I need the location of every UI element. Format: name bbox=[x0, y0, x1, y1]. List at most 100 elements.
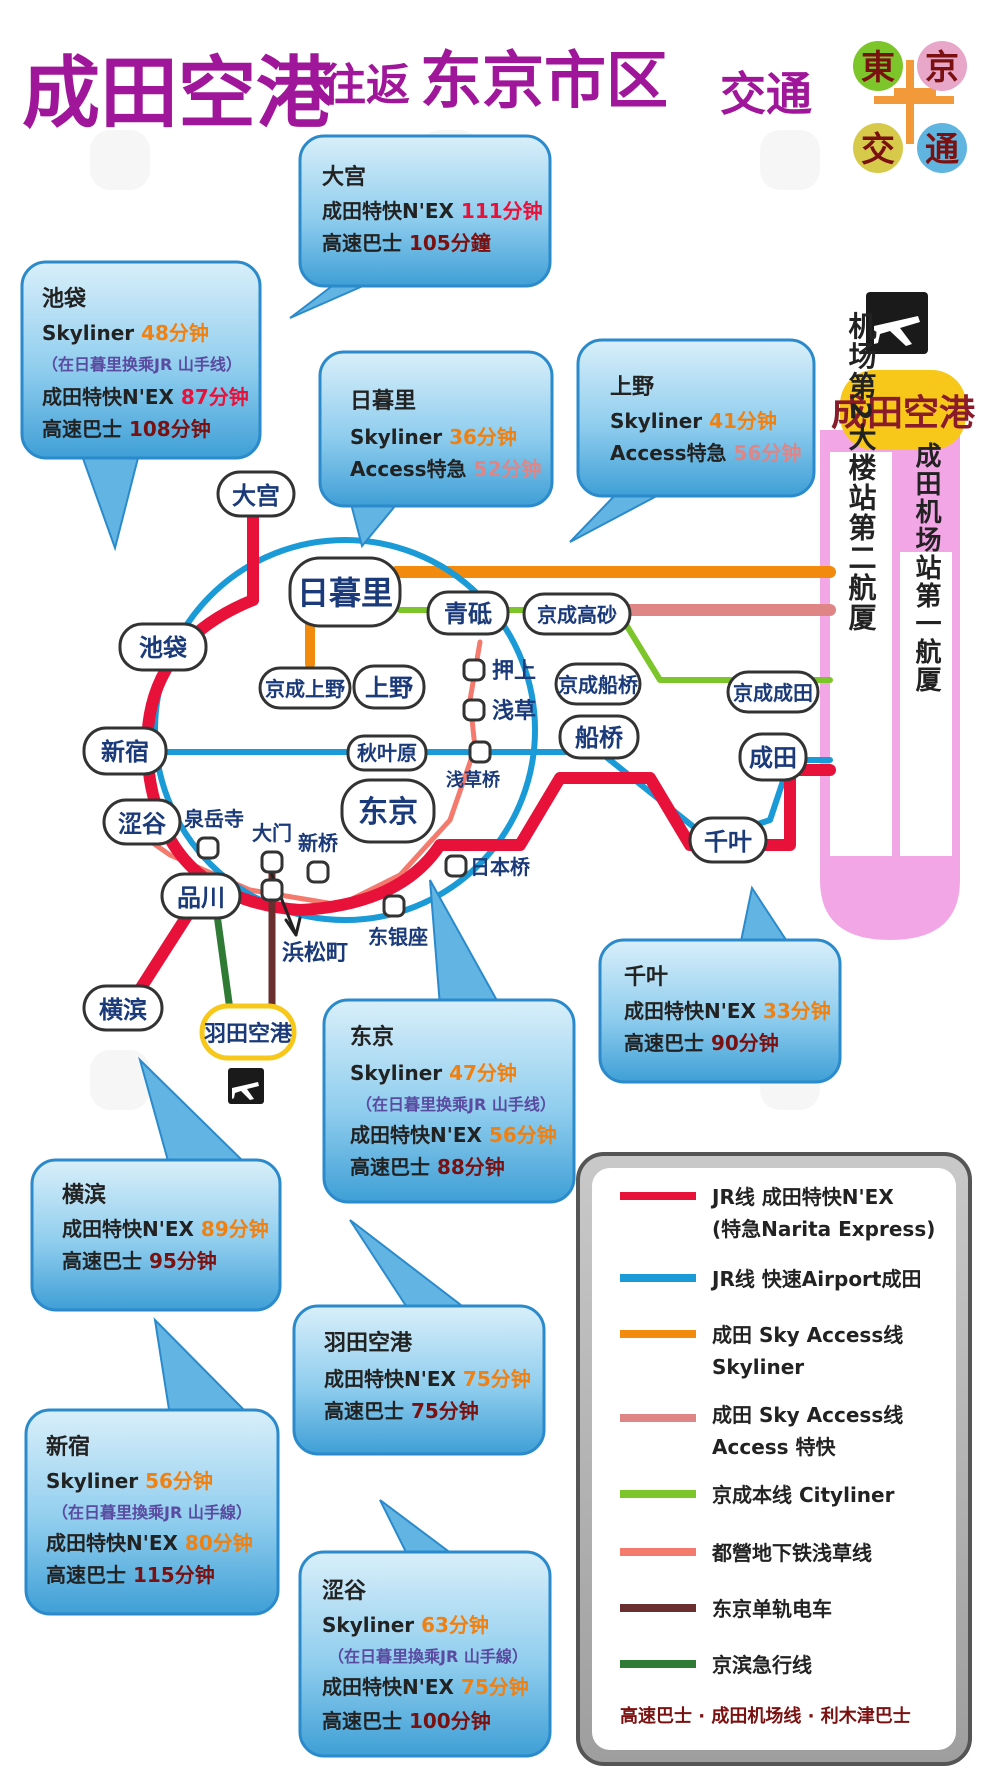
svg-text:大宫: 大宫 bbox=[232, 482, 280, 510]
logo-char-1: 東 bbox=[861, 48, 895, 88]
terminal2-panel bbox=[830, 452, 892, 856]
bubble-haneda: 羽田空港 成田特快N'EX 75分钟 高速巴士 75分钟 bbox=[292, 1219, 546, 1456]
svg-text:Skyliner 56分钟: Skyliner 56分钟 bbox=[46, 1469, 213, 1493]
station-yokohama: 横滨 bbox=[82, 984, 164, 1032]
svg-text:东京: 东京 bbox=[350, 1024, 394, 1050]
svg-text:池袋: 池袋 bbox=[42, 286, 87, 312]
svg-text:都營地下铁浅草线: 都營地下铁浅草线 bbox=[711, 1541, 872, 1565]
legend: JR线 成田特快N'EX (特急Narita Express) JR线 快速Ai… bbox=[576, 1152, 972, 1766]
station-shinagawa: 品川 bbox=[160, 872, 242, 920]
title-part4: 交通 bbox=[720, 67, 812, 121]
station-shinjuku: 新宿 bbox=[82, 726, 168, 776]
svg-text:成田特快N'EX 80分钟: 成田特快N'EX 80分钟 bbox=[46, 1531, 253, 1555]
station-nihonbashi: 日本桥 bbox=[444, 854, 531, 879]
legend-keikyu: 京滨急行线 bbox=[620, 1653, 812, 1677]
svg-text:品川: 品川 bbox=[177, 884, 225, 912]
bubble-yokohama: 横滨 成田特快N'EX 89分钟 高速巴士 95分钟 bbox=[30, 1056, 282, 1312]
logo-char-3: 交 bbox=[861, 130, 895, 170]
terminal1-panel bbox=[900, 552, 952, 856]
svg-text:上野: 上野 bbox=[365, 674, 413, 702]
svg-text:秋叶原: 秋叶原 bbox=[357, 741, 417, 765]
svg-text:日暮里: 日暮里 bbox=[297, 574, 393, 612]
legend-bus: 高速巴士 · 成田机场线 · 利木津巴士 bbox=[620, 1705, 911, 1727]
title-part3: 东京市区 bbox=[420, 44, 668, 117]
station-daimon: 大门 bbox=[252, 821, 292, 874]
svg-text:(特急Narita Express): (特急Narita Express) bbox=[712, 1217, 935, 1241]
svg-text:泉岳寺: 泉岳寺 bbox=[183, 807, 244, 831]
svg-text:涩谷: 涩谷 bbox=[322, 1579, 367, 1604]
svg-text:千叶: 千叶 bbox=[624, 965, 668, 990]
terminal1-label: 成田机场站第一航厦 bbox=[911, 442, 941, 694]
stations: 大宫 池袋 日暮里 青砥 京成高砂 押上 浅草 京成上野 bbox=[82, 470, 820, 1104]
svg-text:（在日暮里换乘JR 山手线）: （在日暮里换乘JR 山手线） bbox=[356, 1095, 556, 1114]
svg-text:日暮里: 日暮里 bbox=[350, 389, 416, 414]
logo-char-2: 京 bbox=[925, 48, 959, 88]
time-bubbles: 大宫 成田特快N'EX 111分钟 高速巴士 105分鐘 池袋 Skyliner… bbox=[20, 134, 842, 1758]
svg-text:羽田空港: 羽田空港 bbox=[204, 1021, 293, 1047]
bubble-ikebukuro: 池袋 Skyliner 48分钟 （在日暮里换乘JR 山手线） 成田特快N'EX… bbox=[20, 260, 262, 552]
svg-text:新宿: 新宿 bbox=[46, 1434, 90, 1460]
bubble-ueno: 上野 Skyliner 41分钟 Access特急 56分钟 bbox=[569, 338, 816, 543]
svg-text:千叶: 千叶 bbox=[704, 828, 752, 856]
line-jr-nex-main bbox=[434, 764, 836, 851]
svg-text:Skyliner 47分钟: Skyliner 47分钟 bbox=[350, 1061, 517, 1085]
svg-text:羽田空港: 羽田空港 bbox=[324, 1330, 413, 1356]
station-keisei-ueno: 京成上野 bbox=[258, 666, 352, 710]
title-part1: 成田空港 bbox=[22, 49, 335, 139]
svg-text:成田 Sky Access线: 成田 Sky Access线 bbox=[712, 1323, 903, 1347]
svg-text:（在日暮里换乘JR 山手线）: （在日暮里换乘JR 山手线） bbox=[42, 355, 242, 374]
svg-text:高速巴士 · 成田机场线 · 利木津巴士: 高速巴士 · 成田机场线 · 利木津巴士 bbox=[620, 1705, 911, 1727]
narita-airport: 成田空港 机场第2大楼站第二航厦 成田机场站第一航厦 bbox=[820, 292, 976, 940]
station-asakusa: 浅草 bbox=[462, 698, 536, 724]
station-omiya: 大宫 bbox=[216, 470, 296, 518]
station-keisei-takasago: 京成高砂 bbox=[522, 592, 632, 636]
station-shibuya: 涩谷 bbox=[102, 798, 182, 846]
bubble-omiya: 大宫 成田特快N'EX 111分钟 高速巴士 105分鐘 bbox=[289, 134, 552, 319]
station-oshiage: 押上 bbox=[462, 658, 536, 684]
station-ueno: 上野 bbox=[352, 664, 426, 710]
logo-char-4: 通 bbox=[925, 130, 959, 170]
svg-text:横滨: 横滨 bbox=[62, 1182, 106, 1208]
station-asakusabashi: 浅草桥 bbox=[446, 740, 501, 791]
svg-text:高速巴士 115分钟: 高速巴士 115分钟 bbox=[46, 1563, 215, 1587]
svg-text:高速巴士 108分钟: 高速巴士 108分钟 bbox=[42, 417, 211, 441]
svg-text:高速巴士 90分钟: 高速巴士 90分钟 bbox=[624, 1031, 779, 1055]
svg-text:浜松町: 浜松町 bbox=[282, 941, 348, 966]
bubble-chiba: 千叶 成田特快N'EX 33分钟 高速巴士 90分钟 bbox=[598, 885, 842, 1084]
legend-skyliner: 成田 Sky Access线 Skyliner bbox=[620, 1323, 903, 1379]
svg-text:（在日暮里換乘JR 山手線）: （在日暮里換乘JR 山手線） bbox=[52, 1503, 252, 1522]
airplane-icon bbox=[874, 316, 920, 346]
svg-text:日本桥: 日本桥 bbox=[470, 855, 531, 879]
station-keisei-narita: 京成成田 bbox=[726, 670, 820, 714]
svg-text:京成高砂: 京成高砂 bbox=[537, 603, 617, 627]
svg-text:Skyliner 36分钟: Skyliner 36分钟 bbox=[350, 425, 517, 449]
narita-airport-label: 成田空港 bbox=[831, 393, 976, 434]
station-hamamatsucho: 浜松町 bbox=[260, 878, 348, 966]
bubble-shibuya: 涩谷 Skyliner 63分钟 （在日暮里換乘JR 山手線） 成田特快N'EX… bbox=[298, 1499, 552, 1758]
svg-text:青砥: 青砥 bbox=[444, 600, 492, 628]
svg-text:新桥: 新桥 bbox=[298, 831, 339, 855]
station-funabashi: 船桥 bbox=[558, 714, 640, 760]
svg-text:成田: 成田 bbox=[749, 744, 797, 772]
svg-text:新宿: 新宿 bbox=[101, 738, 149, 766]
svg-text:京成本线 Cityliner: 京成本线 Cityliner bbox=[712, 1483, 895, 1507]
svg-text:京成上野: 京成上野 bbox=[265, 677, 345, 701]
svg-text:东京: 东京 bbox=[358, 795, 418, 830]
terminal2-label: 机场第2大楼站第二航厦 bbox=[845, 311, 878, 633]
haneda-airplane-icon bbox=[232, 1082, 259, 1100]
svg-text:成田特快N'EX 75分钟: 成田特快N'EX 75分钟 bbox=[324, 1367, 531, 1391]
title-part2: 往返 bbox=[322, 60, 410, 111]
station-tokyo: 东京 bbox=[340, 778, 436, 844]
svg-text:Skyliner 48分钟: Skyliner 48分钟 bbox=[42, 321, 209, 345]
svg-text:涩谷: 涩谷 bbox=[118, 810, 167, 838]
svg-text:高速巴士 105分鐘: 高速巴士 105分鐘 bbox=[322, 231, 491, 255]
svg-text:Skyliner: Skyliner bbox=[712, 1355, 804, 1379]
station-chiba: 千叶 bbox=[688, 816, 768, 864]
svg-text:上野: 上野 bbox=[610, 375, 654, 400]
svg-text:大门: 大门 bbox=[252, 821, 292, 845]
legend-sky-access: 成田 Sky Access线 Access 特快 bbox=[620, 1403, 903, 1459]
svg-text:成田特快N'EX 87分钟: 成田特快N'EX 87分钟 bbox=[42, 385, 249, 409]
bubble-tokyo: 东京 Skyliner 47分钟 （在日暮里换乘JR 山手线） 成田特快N'EX… bbox=[322, 879, 576, 1204]
svg-text:高速巴士 88分钟: 高速巴士 88分钟 bbox=[350, 1155, 505, 1179]
svg-text:Access特急 56分钟: Access特急 56分钟 bbox=[610, 441, 801, 465]
